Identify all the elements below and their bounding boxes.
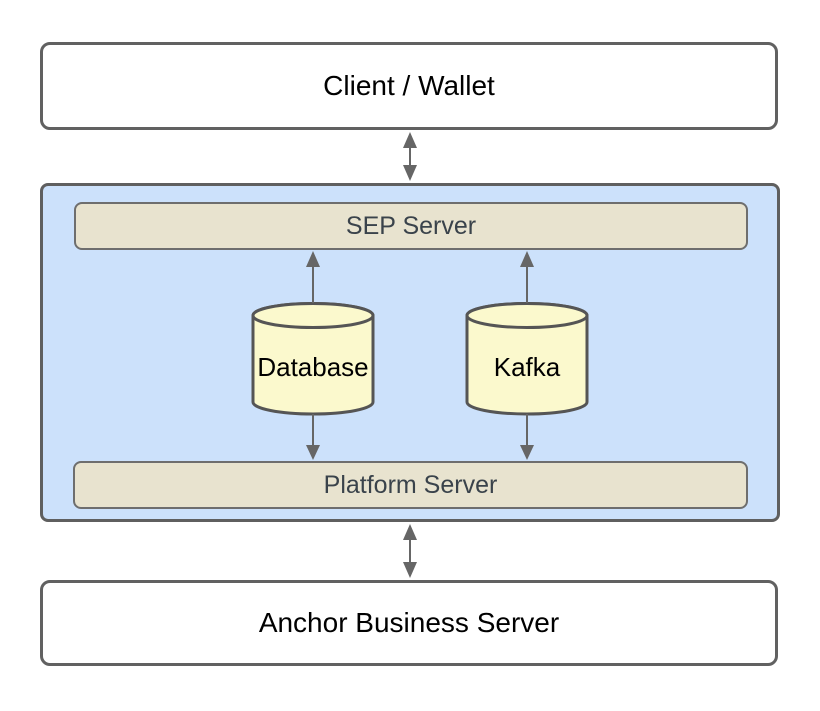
anchor-business-server-node: Anchor Business Server [40,580,778,666]
sep-server-node: SEP Server [74,202,748,250]
platform-server-node: Platform Server [73,461,748,509]
arrow-middleware-anchor [403,524,417,578]
kafka-cylinder [465,302,589,416]
arrow-client-middleware [403,132,417,181]
database-cylinder-rim [251,302,375,329]
anchor-business-server-label: Anchor Business Server [258,607,560,638]
platform-server-label: Platform Server [323,470,498,499]
kafka-cylinder-rim [465,302,589,329]
sep-server-label: SEP Server [345,211,477,240]
client-wallet-label: Client / Wallet [323,70,495,101]
client-wallet-node: Client / Wallet [40,42,778,130]
database-cylinder [251,302,375,416]
